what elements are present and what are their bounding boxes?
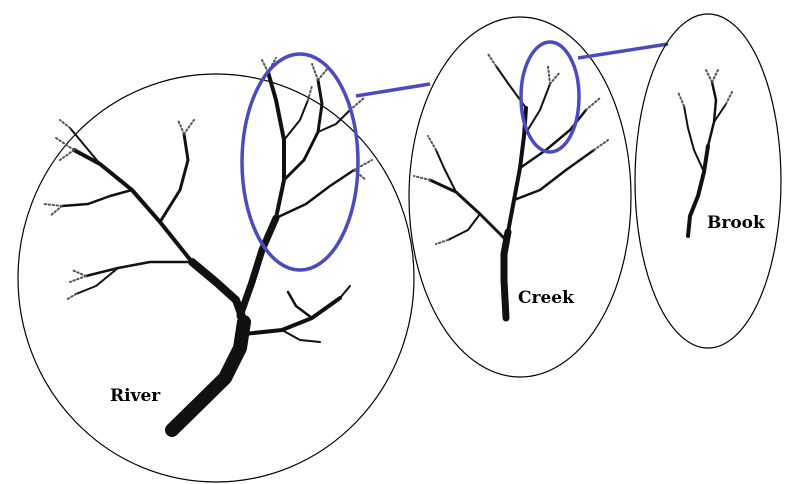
river-label: River [110,386,161,406]
creek-group: Creek [409,17,631,377]
brook-group: Brook [635,14,781,348]
brook-label: Brook [707,213,766,233]
creek-highlight-ellipse [521,42,579,152]
creek-label: Creek [518,288,575,308]
connector-creek-brook [578,44,668,58]
connector-river-creek [356,84,430,96]
river-group: River [18,54,414,482]
brook-ellipse [635,14,781,348]
brook-tree [678,70,732,236]
river-tree [44,58,372,430]
